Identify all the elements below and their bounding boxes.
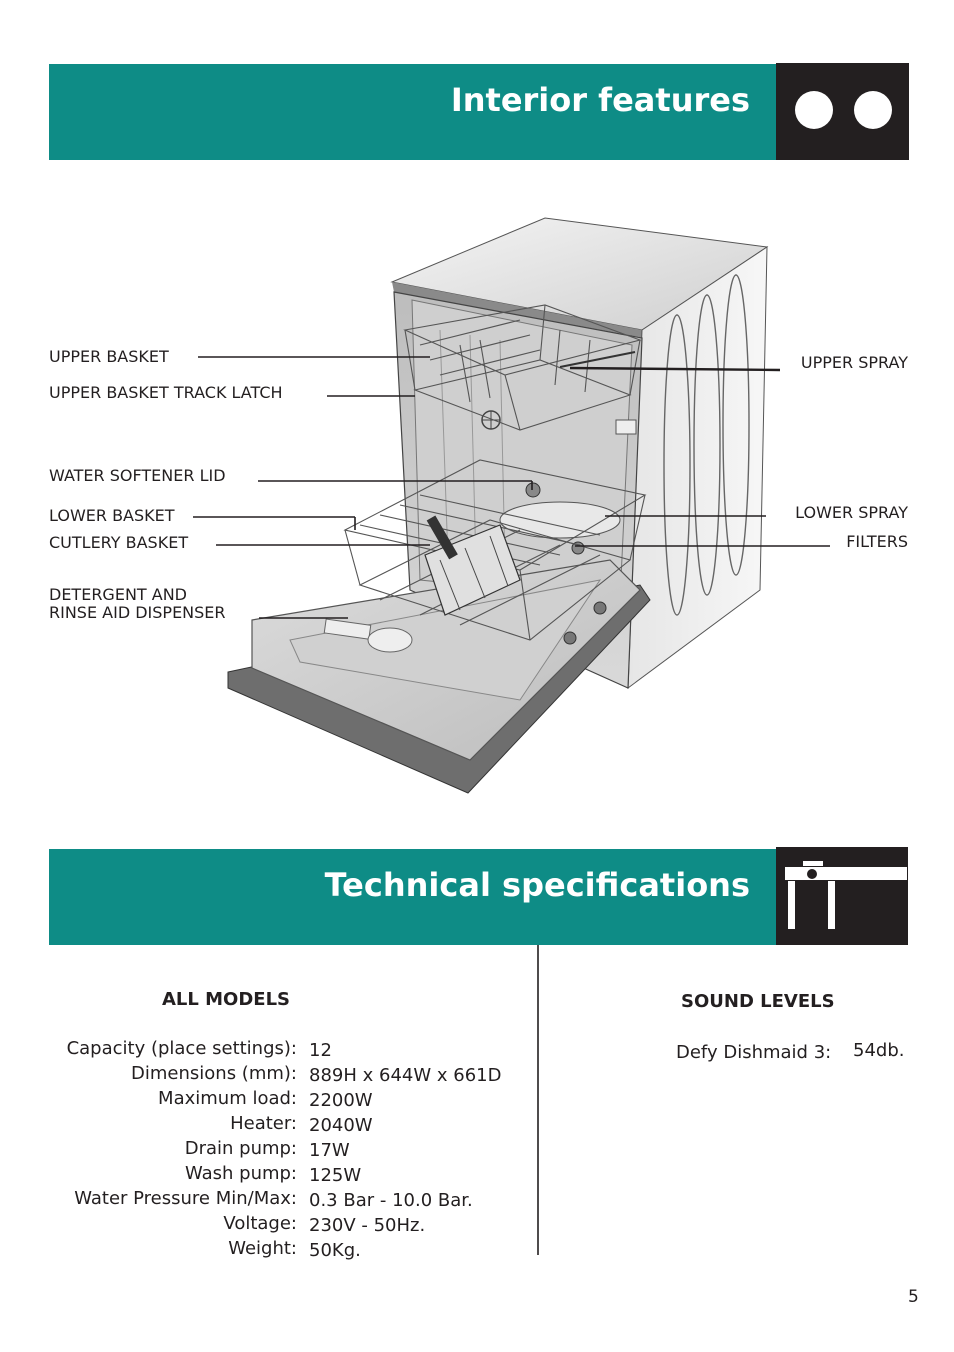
sound-level-model: Defy Dishmaid 3: xyxy=(676,1042,832,1063)
spec-label: Weight: xyxy=(228,1238,297,1259)
all-models-heading: ALL MODELS xyxy=(162,989,291,1010)
tools-icon-badge xyxy=(776,847,908,945)
spec-label: Capacity (place settings): xyxy=(66,1038,297,1059)
dishwasher-icon-badge xyxy=(776,63,909,160)
sound-level-value: 54db. xyxy=(853,1040,905,1061)
spec-label: Voltage: xyxy=(223,1213,297,1234)
technical-specifications-banner: Technical specifications xyxy=(49,849,776,945)
label-water-softener-lid: WATER SOFTENER LID xyxy=(49,466,226,485)
spec-label: Drain pump: xyxy=(184,1138,297,1159)
spec-value: 17W xyxy=(309,1140,350,1161)
label-upper-basket-track-latch: UPPER BASKET TRACK LATCH xyxy=(49,383,283,402)
spec-value: 2200W xyxy=(309,1090,373,1111)
spec-label: Wash pump: xyxy=(184,1163,297,1184)
spec-value: 50Kg. xyxy=(309,1240,361,1261)
label-lower-basket: LOWER BASKET xyxy=(49,506,175,525)
spec-value: 0.3 Bar - 10.0 Bar. xyxy=(309,1190,473,1211)
label-detergent-line2: RINSE AID DISPENSER xyxy=(49,603,226,622)
two-circles-icon xyxy=(795,91,892,129)
interior-features-title: Interior features xyxy=(450,81,750,119)
sound-levels-heading: SOUND LEVELS xyxy=(681,991,835,1012)
technical-specifications-title: Technical specifications xyxy=(324,866,750,904)
spec-value: 230V - 50Hz. xyxy=(309,1215,426,1236)
label-lower-spray: LOWER SPRAY xyxy=(795,503,908,522)
spec-label: Dimensions (mm): xyxy=(131,1063,297,1084)
spec-value: 2040W xyxy=(309,1115,373,1136)
spec-value: 889H x 644W x 661D xyxy=(309,1065,502,1086)
spec-label: Maximum load: xyxy=(158,1088,297,1109)
label-detergent-line1: DETERGENT AND xyxy=(49,585,187,604)
label-filters: FILTERS xyxy=(846,532,908,551)
spec-value: 12 xyxy=(309,1040,332,1061)
page-number: 5 xyxy=(908,1287,919,1307)
label-upper-spray: UPPER SPRAY xyxy=(800,353,908,372)
interior-features-banner: Interior features xyxy=(49,64,776,160)
spec-label: Heater: xyxy=(230,1113,297,1134)
spec-value: 125W xyxy=(309,1165,362,1186)
label-cutlery-basket: CUTLERY BASKET xyxy=(49,533,189,552)
caliper-icon xyxy=(783,861,908,929)
label-upper-basket: UPPER BASKET xyxy=(49,347,169,366)
spec-label: Water Pressure Min/Max: xyxy=(74,1188,297,1209)
